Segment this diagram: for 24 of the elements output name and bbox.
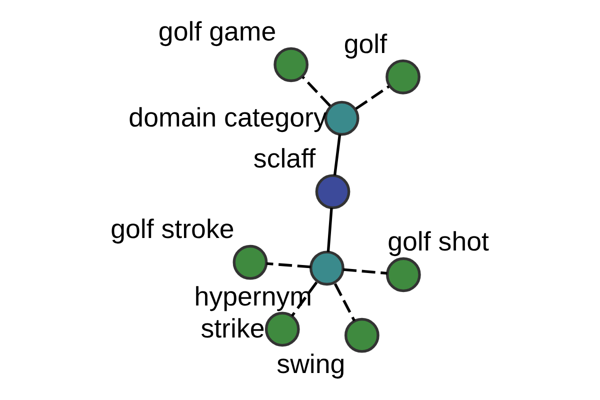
node-label: hypernym: [194, 282, 312, 312]
node-label: golf game: [158, 16, 276, 46]
node-circle: [310, 250, 344, 286]
connector: [266, 262, 311, 268]
connector: [290, 282, 318, 317]
node-circle: [386, 257, 421, 292]
node-label: swing: [276, 348, 346, 379]
node-circle: [274, 47, 309, 82]
node-circle: [264, 312, 300, 347]
connector: [333, 134, 342, 176]
node-circle: [232, 244, 268, 280]
node-circle: [344, 318, 380, 353]
node-label: sclaff: [253, 144, 316, 174]
node-label: golf shot: [388, 226, 489, 257]
node-label: golf: [344, 28, 388, 59]
node-label: golf stroke: [110, 214, 234, 244]
connector: [326, 208, 333, 252]
node-circle: [386, 59, 420, 94]
connector: [343, 268, 388, 275]
connector: [302, 76, 331, 107]
connector: [355, 85, 390, 110]
node-circle: [315, 174, 350, 210]
connector: [334, 283, 356, 322]
node-label: strike: [200, 313, 265, 344]
